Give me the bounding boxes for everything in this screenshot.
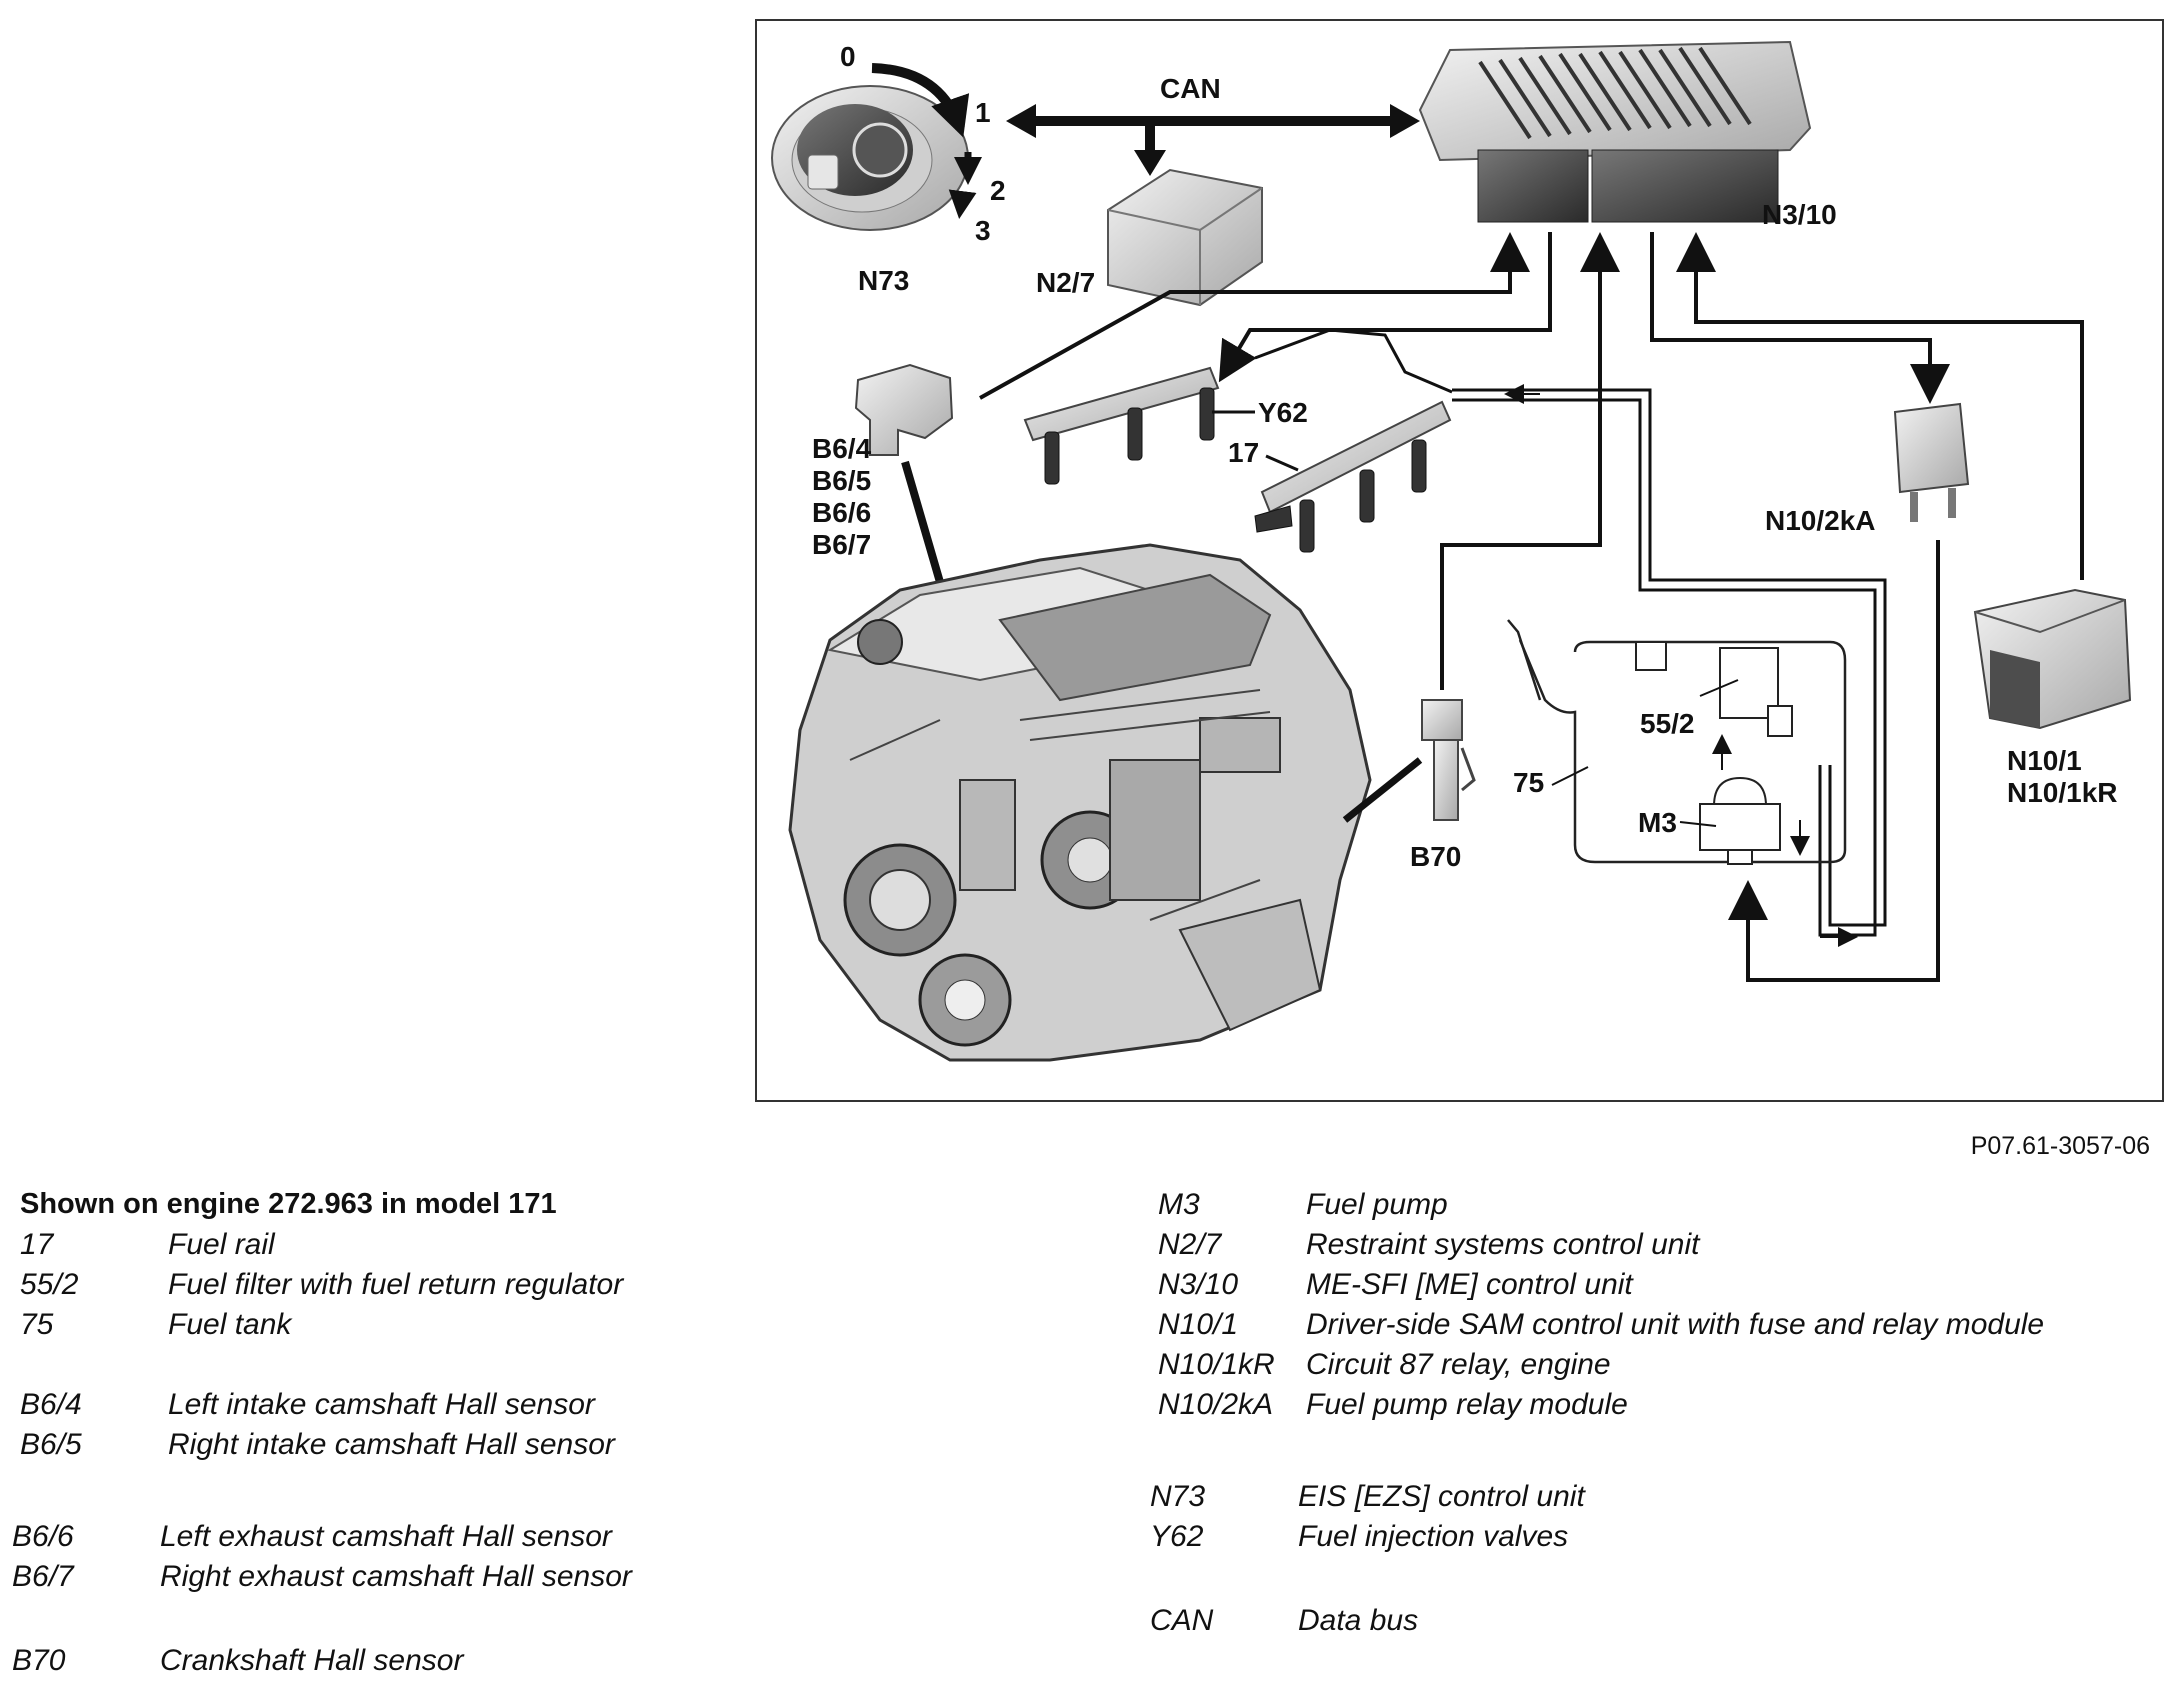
leader-m3 <box>1679 821 1717 827</box>
legend-desc: Fuel tank <box>168 1308 292 1341</box>
driver-sam-n10-1 <box>1973 588 2132 730</box>
wire-ecu-to-pump-relay <box>1650 232 1950 404</box>
legend-desc: Right exhaust camshaft Hall sensor <box>160 1560 632 1593</box>
label-fuel-rail-17: 17 <box>1228 437 1259 468</box>
ignition-rotation-arrow <box>871 63 970 138</box>
engine-control-unit-n3-10 <box>1418 40 1812 223</box>
legend-code: N10/1kR <box>1158 1348 1275 1381</box>
legend-code: B6/5 <box>20 1428 82 1461</box>
legend-desc: Restraint systems control unit <box>1306 1228 1700 1261</box>
legend-code: B6/6 <box>12 1520 74 1553</box>
ignition-position-2: 2 <box>990 175 1006 206</box>
ignition-position-0: 0 <box>840 41 856 72</box>
ignition-switch-n73 <box>771 85 969 231</box>
legend-desc: Fuel rail <box>168 1228 275 1261</box>
fuel-pump-relay-n10-2ka <box>1893 402 1970 522</box>
legend-code: 55/2 <box>20 1268 79 1301</box>
legend-code: M3 <box>1158 1188 1200 1221</box>
label-b6-7: B6/7 <box>812 529 871 560</box>
label-75: 75 <box>1513 767 1544 798</box>
ignition-pos3-arrow <box>948 189 977 219</box>
legend-desc: Circuit 87 relay, engine <box>1306 1348 1611 1381</box>
legend-desc: Left exhaust camshaft Hall sensor <box>160 1520 612 1553</box>
wire-ecu-to-injectors <box>1218 232 1552 383</box>
legend-code: Y62 <box>1150 1520 1204 1553</box>
legend-desc: ME-SFI [ME] control unit <box>1306 1268 1633 1301</box>
label-y62: Y62 <box>1258 397 1308 428</box>
fuel-supply-line-inner <box>1452 398 1877 937</box>
fuel-rail-17 <box>1023 366 1452 514</box>
figure-reference: P07.61-3057-06 <box>1970 1132 2150 1160</box>
legend-desc: Fuel pump relay module <box>1306 1388 1628 1421</box>
ignition-position-1: 1 <box>975 97 991 128</box>
leader-55-2 <box>1699 679 1739 697</box>
legend-code: N10/1 <box>1158 1308 1239 1341</box>
label-b70: B70 <box>1410 841 1461 872</box>
label-m3: M3 <box>1638 807 1677 838</box>
label-n10-2ka: N10/2kA <box>1765 505 1876 536</box>
label-n3-10: N3/10 <box>1762 199 1837 230</box>
can-arrow-down <box>1134 150 1166 176</box>
leader-17 <box>1265 454 1299 472</box>
fuel-supply-line <box>1452 388 1887 927</box>
legend-desc: EIS [EZS] control unit <box>1298 1480 1585 1513</box>
label-n73: N73 <box>858 265 909 296</box>
legend-desc: Right intake camshaft Hall sensor <box>168 1428 615 1461</box>
legend-code: N10/2kA <box>1158 1388 1274 1421</box>
can-arrow-right <box>1390 104 1420 138</box>
leader-b70-to-engine <box>1342 757 1423 823</box>
label-55-2: 55/2 <box>1640 708 1695 739</box>
legend-desc: Driver-side SAM control unit with fuse a… <box>1306 1308 2045 1341</box>
fuel-return-line <box>1254 328 1453 394</box>
legend-code: B6/4 <box>20 1388 82 1421</box>
legend-code: 17 <box>20 1228 54 1261</box>
legend-code: N3/10 <box>1158 1268 1239 1301</box>
legend-desc: Fuel filter with fuel return regulator <box>168 1268 624 1301</box>
legend-code: 75 <box>20 1308 54 1341</box>
camshaft-hall-sensor-b6 <box>854 363 954 456</box>
label-n2-7: N2/7 <box>1036 267 1095 298</box>
crankshaft-hall-sensor-b70 <box>1421 699 1476 821</box>
ignition-position-3: 3 <box>975 215 991 246</box>
legend-code: N73 <box>1150 1480 1206 1513</box>
legend-desc: Crankshaft Hall sensor <box>160 1644 464 1677</box>
legend-code: B6/7 <box>12 1560 74 1593</box>
legend-desc: Data bus <box>1298 1604 1419 1637</box>
fuel-tank-75 <box>1507 619 1847 864</box>
legend-title: Shown on engine 272.963 in model 171 <box>20 1188 557 1220</box>
wire-b70 <box>1440 232 1620 690</box>
legend-code: B70 <box>12 1644 66 1677</box>
fuel-injectors-y62 <box>1044 387 1427 553</box>
wire-relay-to-pump <box>1728 540 1940 982</box>
label-b6-5: B6/5 <box>812 465 871 496</box>
label-b6-6: B6/6 <box>812 497 871 528</box>
leader-75 <box>1551 766 1589 786</box>
legend-desc: Left intake camshaft Hall sensor <box>168 1388 595 1421</box>
label-n10-1: N10/1 <box>2007 745 2082 776</box>
wire-n10-1 <box>1676 232 2084 580</box>
fuel-pump-m3 <box>1699 776 1781 865</box>
legend-code: CAN <box>1150 1604 1214 1637</box>
can-arrow-left <box>1006 104 1036 138</box>
engine-272-963 <box>788 543 1372 1062</box>
restraint-control-unit-n2-7 <box>1107 168 1263 307</box>
legend-desc: Fuel injection valves <box>1298 1520 1569 1553</box>
wire-b6-sensors <box>979 232 1530 400</box>
legend-code: N2/7 <box>1158 1228 1222 1261</box>
label-n10-1kr: N10/1kR <box>2007 777 2118 808</box>
legend-desc: Fuel pump <box>1306 1188 1448 1221</box>
label-b6-4: B6/4 <box>812 433 872 464</box>
label-can: CAN <box>1160 73 1221 104</box>
